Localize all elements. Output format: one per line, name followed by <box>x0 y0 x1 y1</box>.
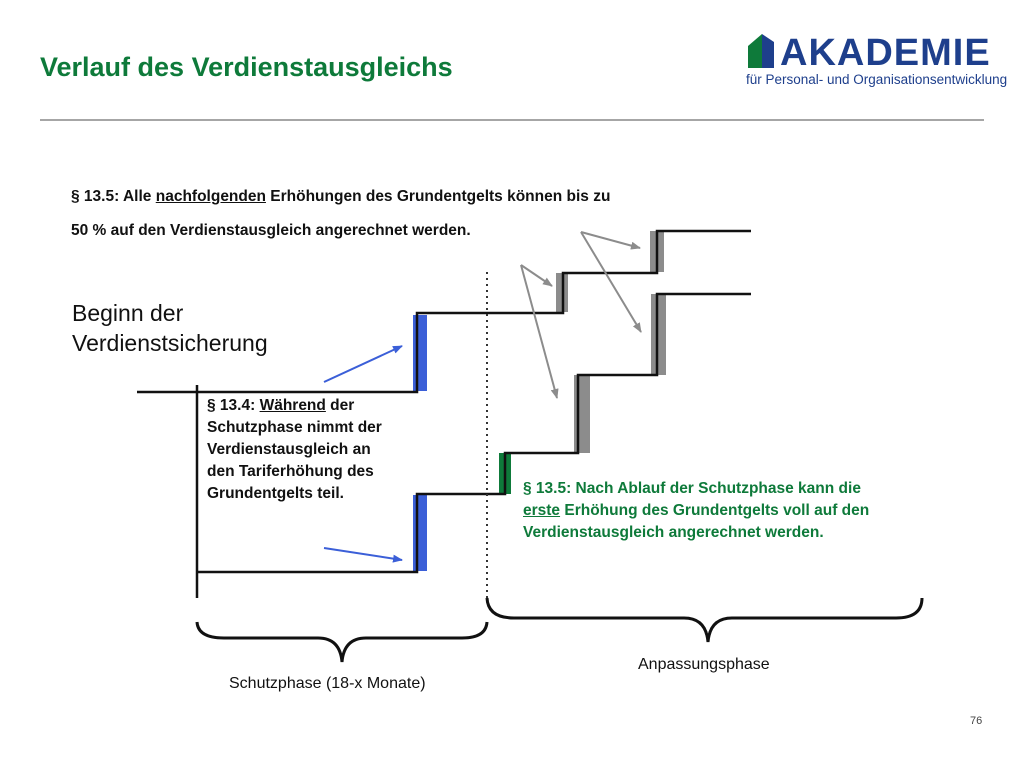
blue-arrow-upper <box>323 345 403 383</box>
logo-mark-icon <box>748 34 774 68</box>
gray-arrow-4 <box>580 231 642 333</box>
note-13-5-second: § 13.5: Nach Ablauf der Schutzphase kann… <box>523 478 869 544</box>
blue-step-bar-lower <box>413 495 427 571</box>
schutzphase-brace <box>195 621 489 663</box>
note-134-prefix: § 13.4: <box>207 397 260 414</box>
logo-subtitle: für Personal- und Organisationsentwicklu… <box>746 72 1008 87</box>
beginn-line1: Beginn der <box>72 300 184 326</box>
note-top-line2: 50 % auf den Verdienstausgleich angerech… <box>71 222 471 239</box>
note-134-line3: Verdienstausgleich an <box>207 441 371 458</box>
beginn-line2: Verdienstsicherung <box>72 330 268 356</box>
gray-step-bar-4 <box>651 294 666 375</box>
anpassungsphase-brace <box>485 597 924 643</box>
note-top: § 13.5: Alle nachfolgenden Erhöhungen de… <box>71 186 610 242</box>
gray-arrow-3 <box>580 231 641 250</box>
akademie-logo: AKADEMIE für Personal- und Organisations… <box>744 30 1007 90</box>
note-135b-line1: § 13.5: Nach Ablauf der Schutzphase kann… <box>523 480 861 497</box>
blue-step-bar-upper <box>413 315 427 391</box>
note-top-suffix: Erhöhungen des Grundentgelts können bis … <box>265 188 611 205</box>
note-134-line2: Schutzphase nimmt der <box>207 419 382 436</box>
note-135b-line2: Erhöhung des Grundentgelts voll auf den <box>560 502 870 519</box>
lower-salary-line <box>197 292 751 574</box>
note-134-line4: den Tariferhöhung des <box>207 463 374 480</box>
note-134-line5: Grundentgelts teil. <box>207 485 344 502</box>
note-top-underlined: nachfolgenden <box>155 188 266 205</box>
note-134-suffix: der <box>325 397 355 414</box>
gray-step-bar-3 <box>574 375 590 453</box>
page-title: Verlauf des Verdienstausgleichs <box>40 52 453 82</box>
note-134-underlined: Während <box>259 397 326 414</box>
gray-arrow-2 <box>520 264 559 399</box>
anpassungsphase-label: Anpassungsphase <box>638 656 770 673</box>
note-top-prefix: § 13.5: Alle <box>71 188 156 205</box>
header-divider <box>40 119 984 121</box>
beginn-label: Beginn der Verdienstsicherung <box>72 298 268 358</box>
upper-salary-line <box>137 229 751 394</box>
note-135b-underlined: erste <box>523 502 561 519</box>
note-13-4: § 13.4: Während der Schutzphase nimmt de… <box>207 395 382 505</box>
schutzphase-label: Schutzphase (18-x Monate) <box>229 675 426 692</box>
logo-word: AKADEMIE <box>780 32 991 74</box>
note-135b-line3: Verdienstausgleich angerechnet werden. <box>523 524 824 541</box>
page-number: 76 <box>970 715 983 727</box>
gray-arrow-1 <box>520 264 553 287</box>
blue-arrow-lower <box>323 547 403 563</box>
